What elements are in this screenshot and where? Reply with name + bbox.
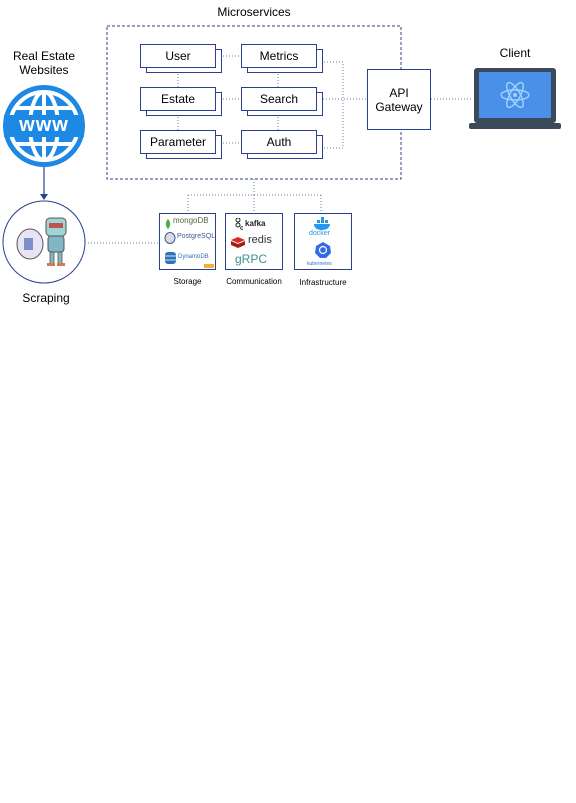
redis-label: redis <box>248 234 272 246</box>
client-label: Client <box>499 46 531 60</box>
microservices-title: Microservices <box>217 5 291 19</box>
postgresql-icon <box>164 231 176 244</box>
kafka-label: kafka <box>245 219 266 228</box>
docker-label: docker <box>309 230 331 237</box>
link-services-right <box>318 61 344 149</box>
globe-icon: www <box>2 84 86 168</box>
scraping-label: Scraping <box>22 291 70 305</box>
scraping-robot-icon <box>2 200 86 284</box>
kafka-icon <box>233 217 244 230</box>
dynamodb-icon <box>165 251 176 264</box>
redis-icon <box>231 236 245 248</box>
communication-caption: Communication <box>226 277 282 286</box>
aws-badge <box>204 264 214 268</box>
service-search[interactable]: Search <box>241 87 317 111</box>
service-metrics[interactable]: Metrics <box>241 44 317 68</box>
infrastructure-caption: Infrastructure <box>299 278 347 287</box>
mongodb-icon <box>164 216 172 229</box>
service-auth[interactable]: Auth <box>241 130 317 154</box>
api-gateway[interactable]: API Gateway <box>367 69 431 130</box>
dynamodb-label: DynamoDB <box>178 254 209 260</box>
storage-box: mongoDB PostgreSQL DynamoDB <box>159 213 216 270</box>
kubernetes-icon <box>315 242 331 258</box>
laptop-icon <box>468 67 562 131</box>
api-gateway-label: API Gateway <box>375 85 423 114</box>
infrastructure-box: docker kubernetes <box>294 213 352 270</box>
storage-caption: Storage <box>173 277 202 286</box>
www-text: www <box>19 114 69 136</box>
postgresql-label: PostgreSQL <box>177 233 216 240</box>
service-user[interactable]: User <box>140 44 216 68</box>
service-estate[interactable]: Estate <box>140 87 216 111</box>
service-parameter[interactable]: Parameter <box>140 130 216 154</box>
grpc-label: gRPC <box>235 252 268 266</box>
docker-icon <box>313 217 333 230</box>
websites-label: Real Estate Websites <box>12 49 76 77</box>
kubernetes-label: kubernetes <box>307 261 332 267</box>
communication-box: kafka redis gRPC <box>225 213 283 270</box>
mongodb-label: mongoDB <box>173 216 209 225</box>
